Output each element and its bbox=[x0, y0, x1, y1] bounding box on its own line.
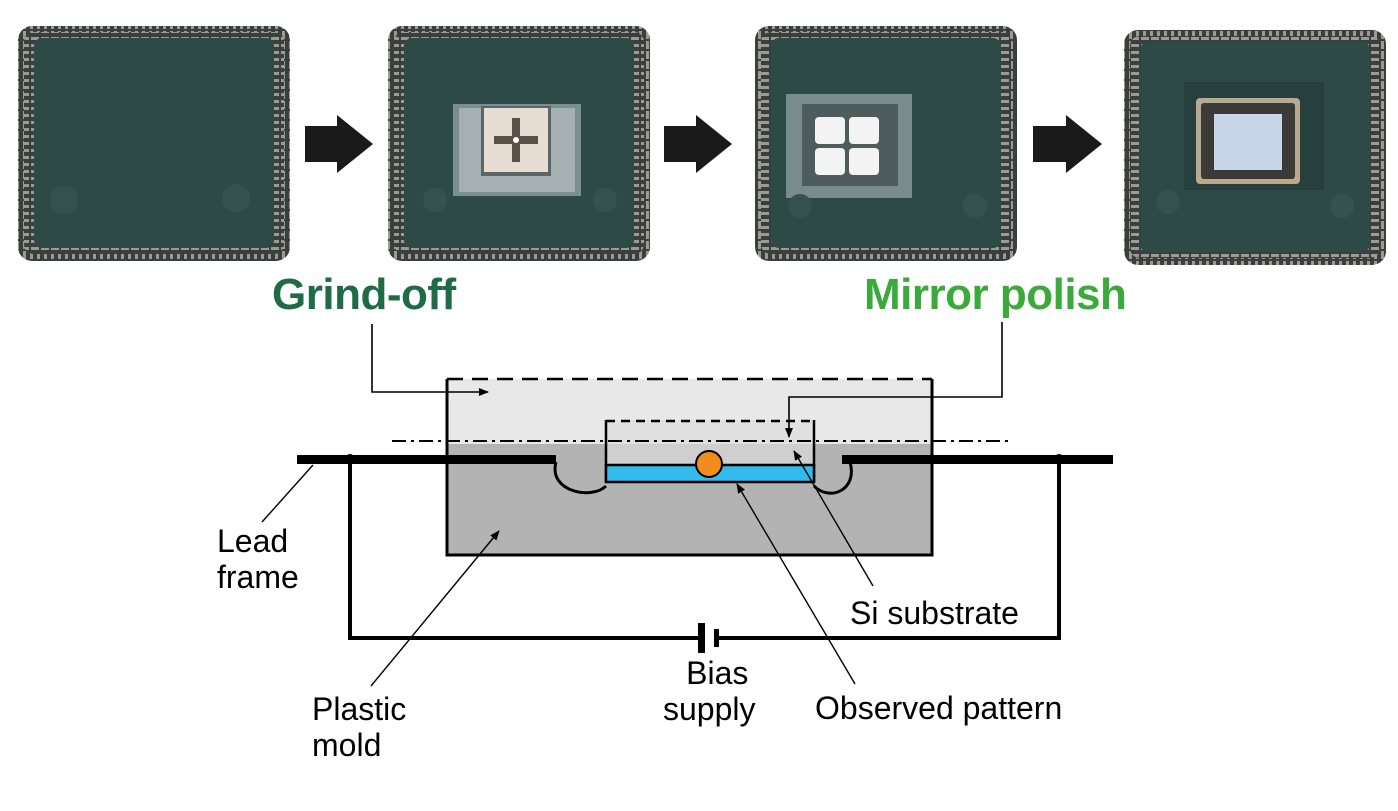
chip-mirror-polish bbox=[1124, 30, 1386, 265]
mirror-polish-pointer bbox=[785, 322, 1003, 438]
plastic-mold-label: Plastic mold bbox=[312, 691, 407, 764]
lead-frame-label-line2: frame bbox=[217, 558, 299, 595]
observed-pattern-dot bbox=[695, 450, 723, 478]
chip-grind-off bbox=[388, 26, 650, 261]
grind-off-title: Grind-off bbox=[272, 270, 456, 319]
battery-long-plate bbox=[698, 623, 705, 653]
lead-frame-pointer bbox=[261, 464, 314, 523]
battery-short-plate bbox=[714, 629, 719, 647]
grind-off-pointer bbox=[371, 324, 489, 396]
bias-circuit bbox=[348, 459, 1061, 653]
lead-frame-label-line1: Lead bbox=[217, 523, 289, 559]
plastic-mold-label-line1: Plastic bbox=[312, 691, 407, 727]
bias-supply-label-line1: Bias bbox=[686, 655, 749, 691]
bias-supply-label: Bias supply bbox=[663, 655, 756, 728]
process-arrow-2 bbox=[664, 115, 732, 173]
plastic-mold-label-line2: mold bbox=[312, 726, 382, 763]
mirror-polish-title: Mirror polish bbox=[864, 270, 1127, 319]
si-substrate-label: Si substrate bbox=[850, 595, 1019, 631]
chip-pattern bbox=[755, 26, 1017, 261]
chip-original bbox=[18, 26, 290, 261]
plastic-mold-pointer bbox=[370, 530, 500, 687]
lead-frame bbox=[297, 454, 1113, 495]
process-arrow-3 bbox=[1033, 115, 1102, 173]
bias-supply-label-line2: supply bbox=[663, 690, 756, 727]
observed-pattern-pointer bbox=[736, 483, 856, 685]
lead-frame-label: Lead frame bbox=[217, 523, 299, 596]
si-substrate-pointer bbox=[793, 450, 874, 587]
observed-pattern-label: Observed pattern bbox=[815, 690, 1063, 726]
process-arrow-1 bbox=[305, 115, 373, 173]
